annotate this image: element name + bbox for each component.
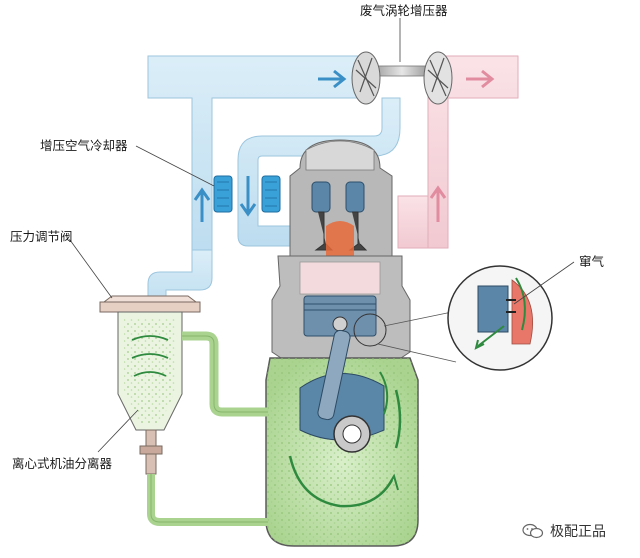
blowby-line: [182, 331, 268, 417]
intercooler: [213, 175, 281, 213]
label-turbocharger: 废气涡轮增压器: [360, 3, 448, 18]
wechat-icon: [522, 523, 544, 539]
crankcase: [265, 329, 419, 547]
cylinder-head: [289, 139, 393, 262]
oil-separator: [99, 295, 201, 475]
label-pressure-valve: 压力调节阀: [10, 229, 73, 244]
watermark-text: 极配正品: [550, 524, 606, 540]
oil-separator-leader: [97, 409, 139, 453]
engine-block: [271, 255, 411, 361]
watermark: 极配正品: [522, 521, 606, 541]
oil-return-line: [147, 474, 268, 526]
label-intercooler: 增压空气冷却器: [40, 138, 128, 153]
turbocharger: [351, 51, 453, 105]
exhaust-pipe: [397, 55, 519, 249]
label-blowby: 窜气: [579, 254, 605, 269]
pressure-valve-leader: [69, 239, 113, 299]
intercooler-leader: [135, 145, 215, 187]
blowby-leader: [513, 261, 575, 305]
blowby-magnifier: [353, 265, 553, 371]
label-oil-separator: 离心式机油分离器: [12, 456, 113, 471]
